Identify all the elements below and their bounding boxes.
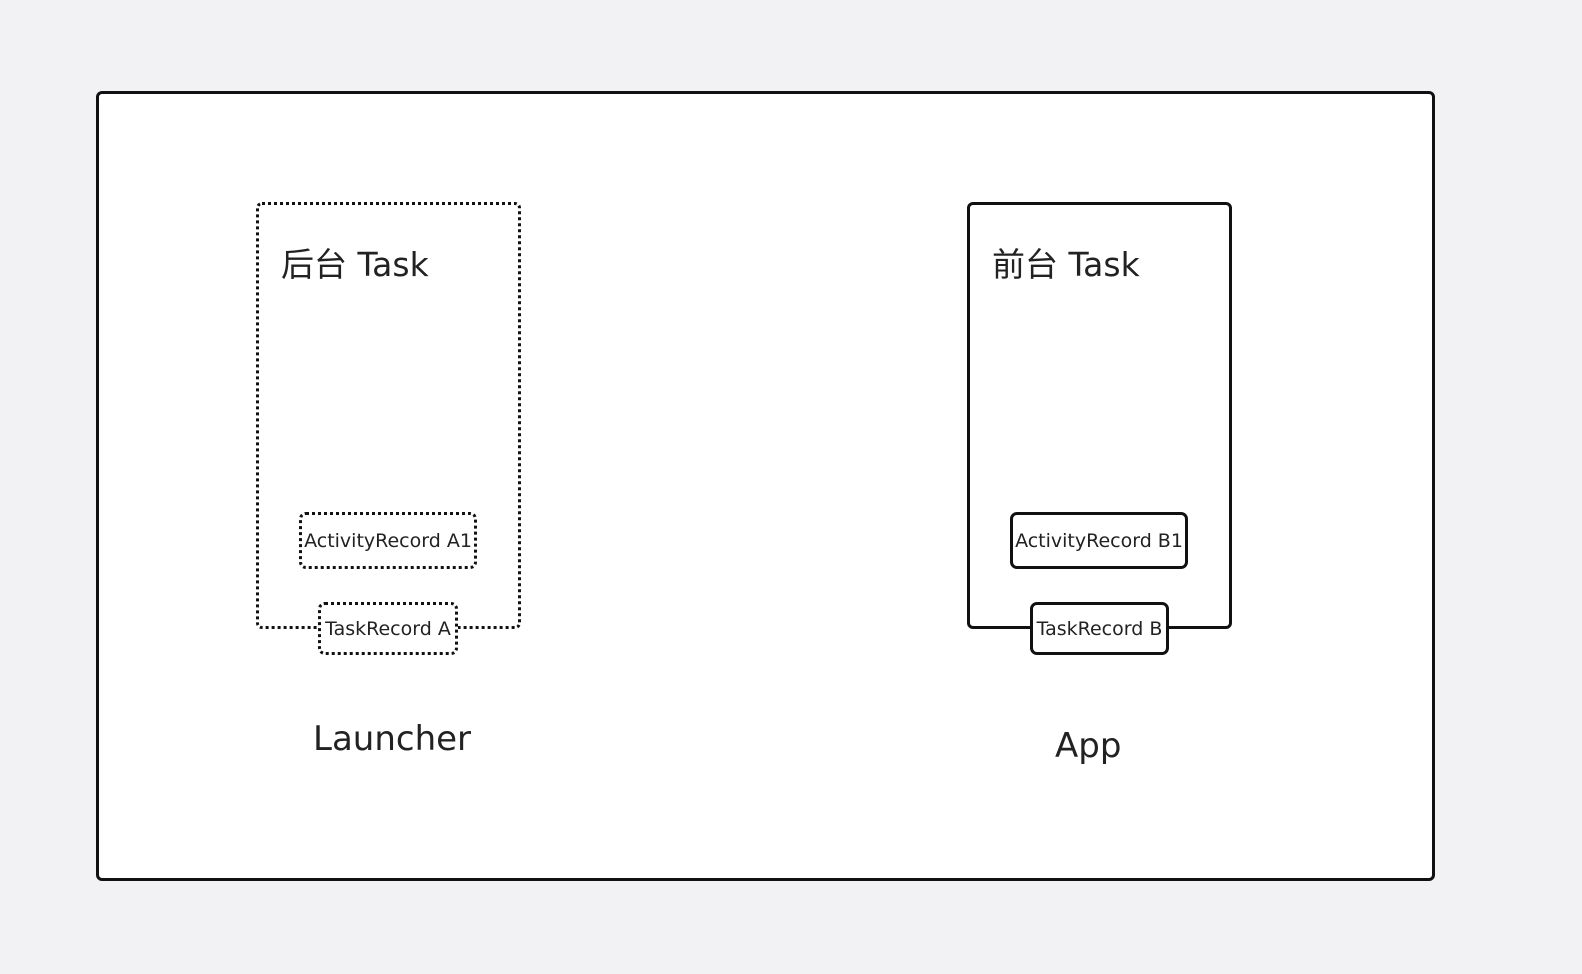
launcher-caption: Launcher: [313, 719, 472, 759]
task-record-a: TaskRecord A: [318, 602, 458, 655]
app-caption: App: [1055, 726, 1122, 766]
activity-record-a1: ActivityRecord A1: [299, 512, 477, 569]
foreground-task-title: 前台 Task: [992, 245, 1140, 284]
task-record-b: TaskRecord B: [1030, 602, 1169, 655]
background-task-title: 后台 Task: [281, 245, 429, 284]
activity-record-b1: ActivityRecord B1: [1010, 512, 1188, 569]
